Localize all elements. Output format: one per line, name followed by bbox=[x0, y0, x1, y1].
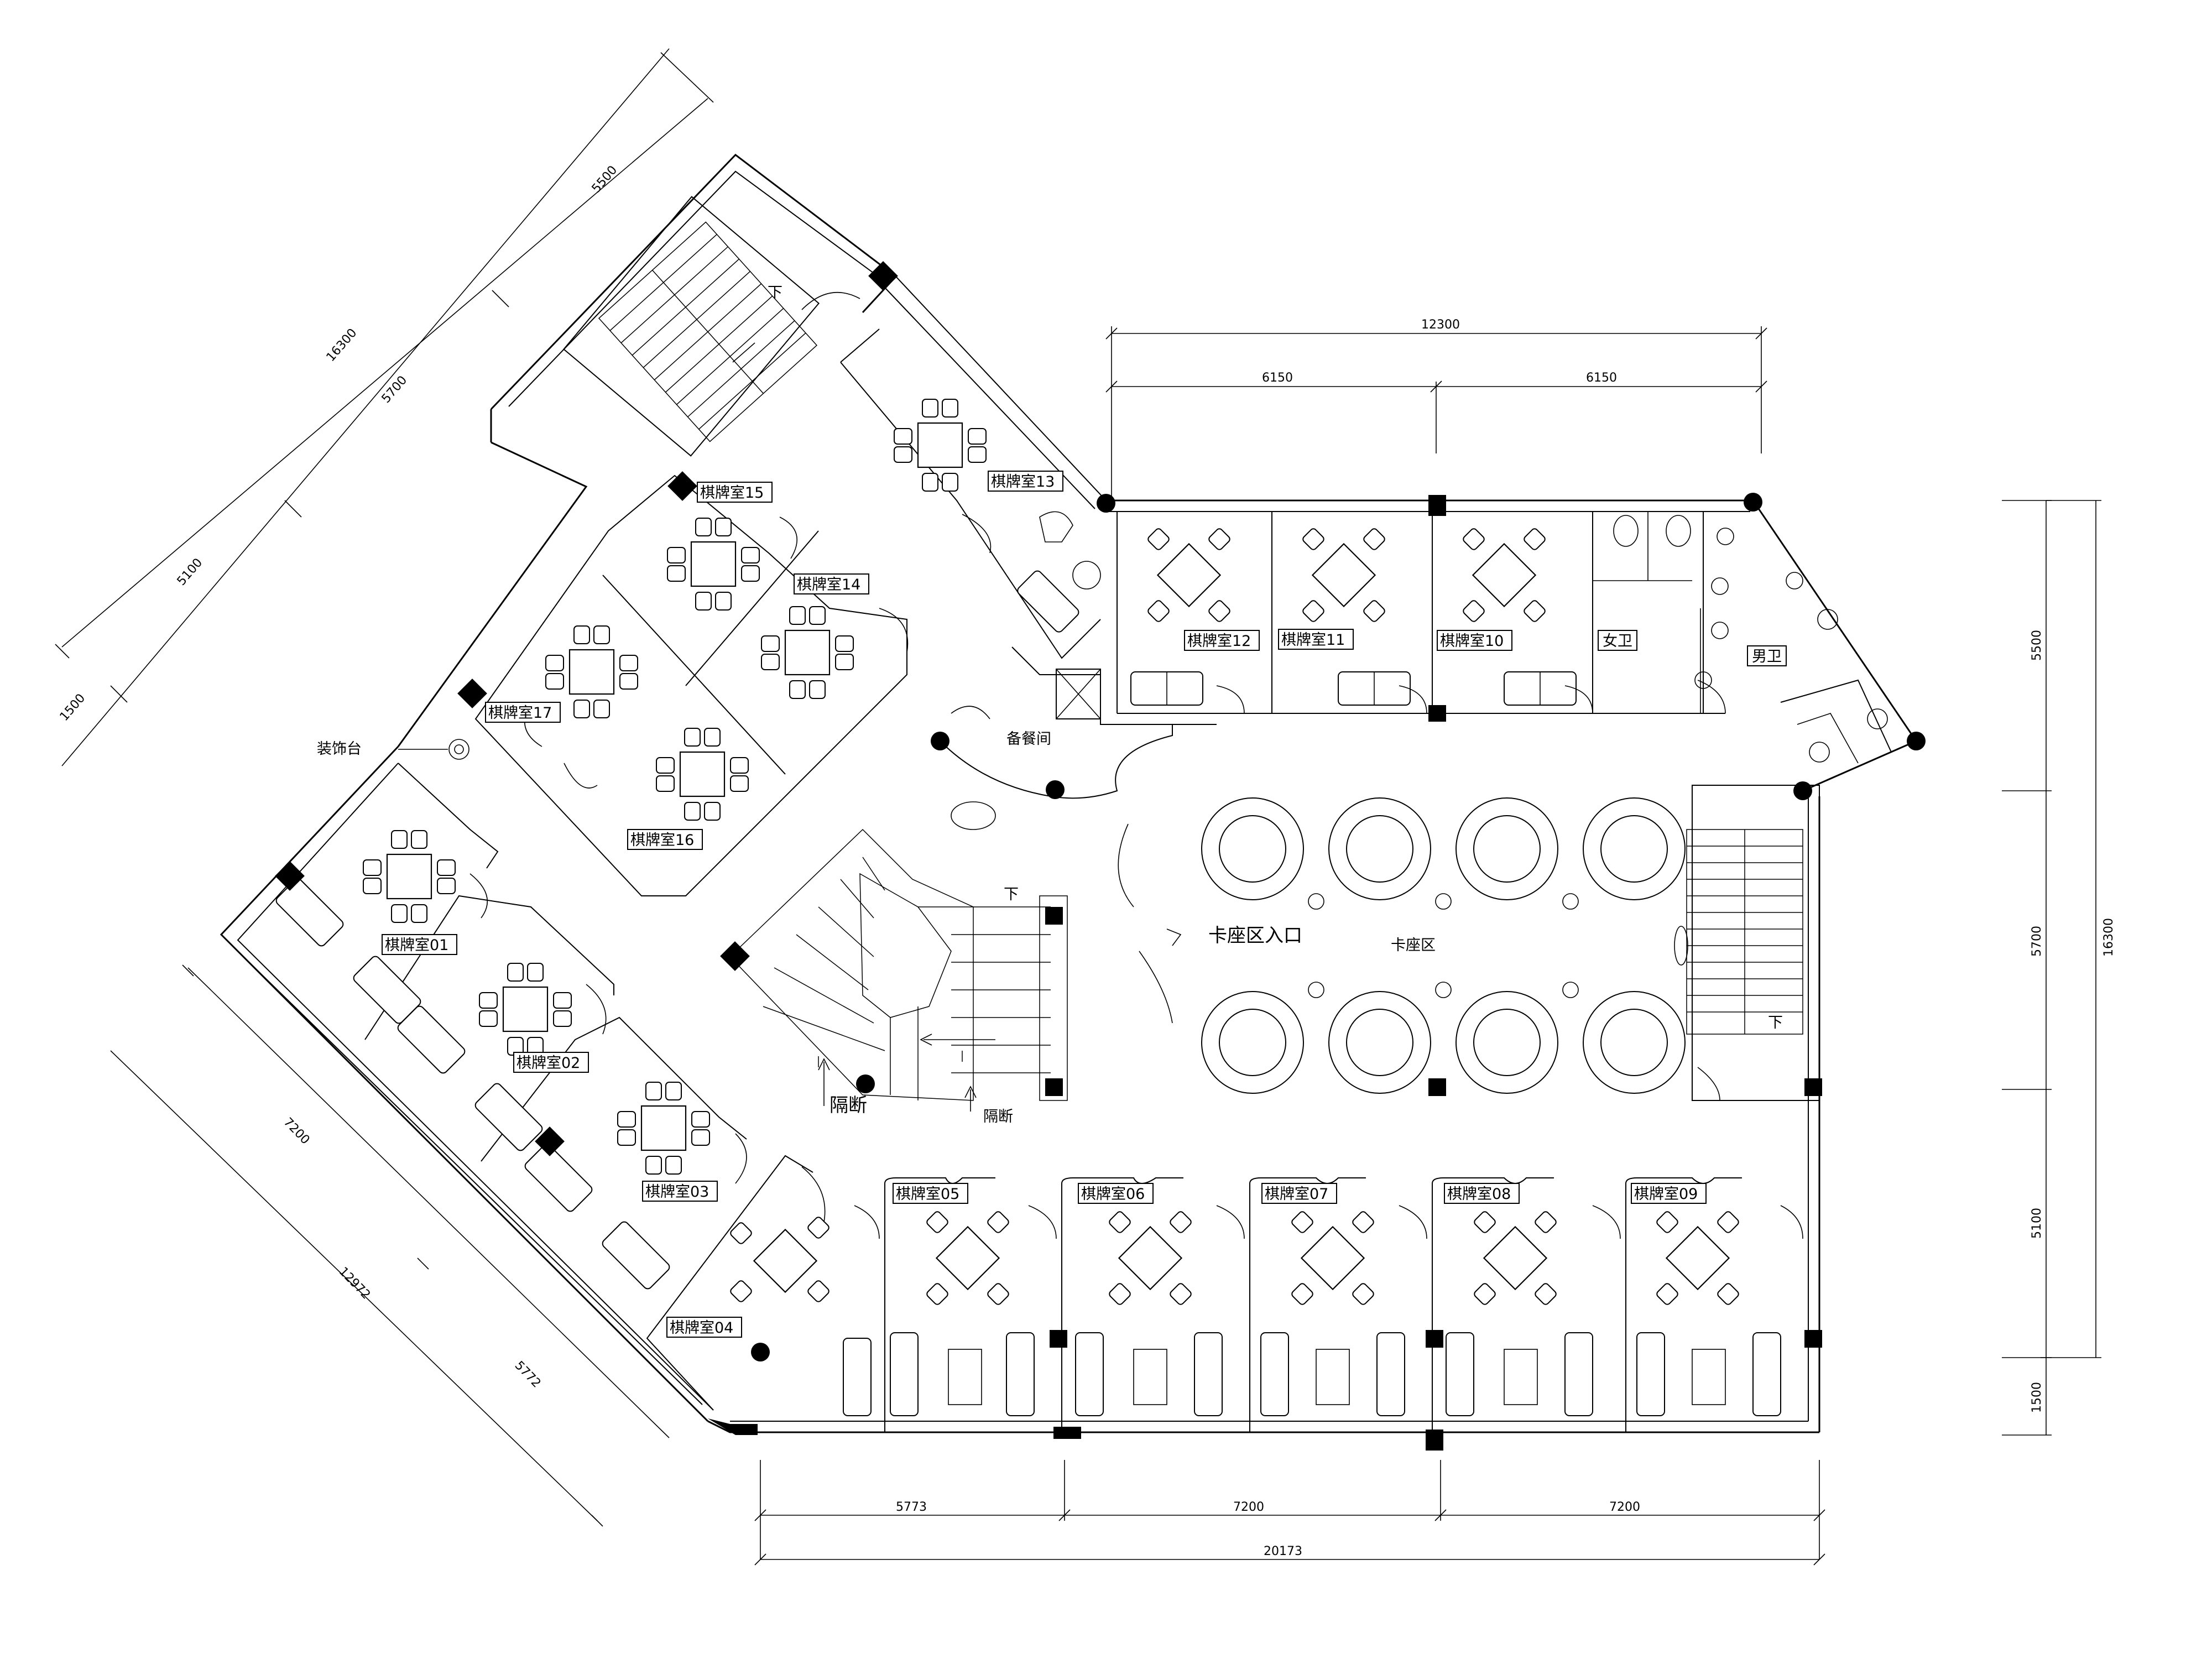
dim-lower-diag-seg-1: 7200 bbox=[281, 1115, 312, 1147]
dim-bottom-seg-1: 5773 bbox=[896, 1500, 927, 1514]
dim-left-diag-seg-4: 1500 bbox=[58, 691, 88, 724]
columns bbox=[275, 261, 1926, 1451]
room-13-label: 棋牌室13 bbox=[991, 473, 1055, 491]
dim-bottom-total: 20173 bbox=[1264, 1545, 1302, 1558]
booth-entrance-label: 卡座区入口 bbox=[1208, 925, 1302, 947]
chairs bbox=[363, 399, 1739, 1305]
pantry-label: 备餐间 bbox=[1006, 731, 1051, 748]
dim-top-right-half: 6150 bbox=[1586, 371, 1617, 385]
room-01-label: 棋牌室01 bbox=[385, 937, 448, 954]
dim-bottom-seg-2: 7200 bbox=[1233, 1500, 1264, 1514]
room-04-label: 棋牌室04 bbox=[670, 1319, 733, 1337]
room-11-label: 棋牌室11 bbox=[1281, 632, 1345, 649]
room-10-label: 棋牌室10 bbox=[1440, 633, 1504, 650]
center-spiral-staircase bbox=[729, 828, 1068, 1101]
room-15-label: 棋牌室15 bbox=[700, 484, 764, 502]
sofas bbox=[275, 511, 1781, 1416]
room-17-label: 棋牌室17 bbox=[488, 705, 552, 722]
room-12-label: 棋牌室12 bbox=[1187, 633, 1251, 650]
booth-seating bbox=[951, 797, 1688, 1094]
dim-top-total: 12300 bbox=[1421, 318, 1460, 332]
dim-top-left-half: 6150 bbox=[1262, 371, 1293, 385]
nw-staircase bbox=[598, 221, 818, 442]
dim-right-seg-2: 5700 bbox=[2030, 926, 2044, 957]
down-label-east: 下 bbox=[1768, 1014, 1783, 1031]
room-partitions bbox=[364, 196, 1892, 1432]
dim-left-diag-seg-2: 5700 bbox=[379, 373, 410, 406]
dimension-lines bbox=[55, 48, 2101, 1566]
dim-lower-diag-seg-2: 5772 bbox=[512, 1359, 544, 1391]
down-label-nw: 下 bbox=[768, 284, 782, 301]
room-02-label: 棋牌室02 bbox=[517, 1055, 580, 1072]
dim-bottom-seg-3: 7200 bbox=[1609, 1500, 1640, 1514]
mens-restroom-label: 男卫 bbox=[1752, 648, 1782, 665]
dim-right-seg-3: 5100 bbox=[2030, 1208, 2044, 1239]
room-06-label: 棋牌室06 bbox=[1081, 1186, 1145, 1203]
mahjong-tables bbox=[386, 422, 1730, 1293]
down-label-center: 下 bbox=[1004, 886, 1019, 903]
restroom-fixtures bbox=[1613, 515, 1888, 763]
area-labels: 卡座区入口 卡座区 备餐间 装饰台 隔断 隔断 下 下 下 bbox=[317, 284, 1783, 1125]
partition-label-left: 隔断 bbox=[830, 1094, 867, 1117]
dim-left-diag-seg-3: 5100 bbox=[175, 556, 206, 588]
room-05-label: 棋牌室05 bbox=[896, 1186, 959, 1203]
room-labels: 棋牌室15 棋牌室14 棋牌室13 棋牌室17 棋牌室16 棋牌室01 棋牌室0… bbox=[382, 471, 1787, 1338]
dim-right-total: 16300 bbox=[2102, 918, 2116, 957]
dim-lower-diag-total: 12972 bbox=[336, 1265, 373, 1302]
booth-area-label: 卡座区 bbox=[1391, 937, 1436, 954]
dim-left-diag-total: 16300 bbox=[324, 326, 360, 364]
room-09-label: 棋牌室09 bbox=[1634, 1186, 1698, 1203]
decor-stand-symbol bbox=[398, 739, 469, 760]
room-03-label: 棋牌室03 bbox=[645, 1183, 709, 1201]
direction-arrows bbox=[732, 342, 1182, 1112]
room-08-label: 棋牌室08 bbox=[1447, 1186, 1511, 1203]
dim-right-seg-4: 1500 bbox=[2030, 1382, 2044, 1413]
partition-label-right: 隔断 bbox=[983, 1108, 1013, 1125]
doors bbox=[469, 292, 1803, 1239]
room-16-label: 棋牌室16 bbox=[630, 832, 694, 849]
decor-stand-label: 装饰台 bbox=[317, 740, 362, 758]
womens-restroom-label: 女卫 bbox=[1603, 633, 1632, 650]
room-07-label: 棋牌室07 bbox=[1265, 1186, 1328, 1203]
east-staircase bbox=[1686, 829, 1803, 1035]
dim-right-seg-1: 5500 bbox=[2030, 630, 2044, 661]
room-14-label: 棋牌室14 bbox=[797, 576, 860, 593]
outer-walls bbox=[220, 153, 1918, 1433]
dim-left-diag-seg-1: 5500 bbox=[589, 163, 620, 196]
